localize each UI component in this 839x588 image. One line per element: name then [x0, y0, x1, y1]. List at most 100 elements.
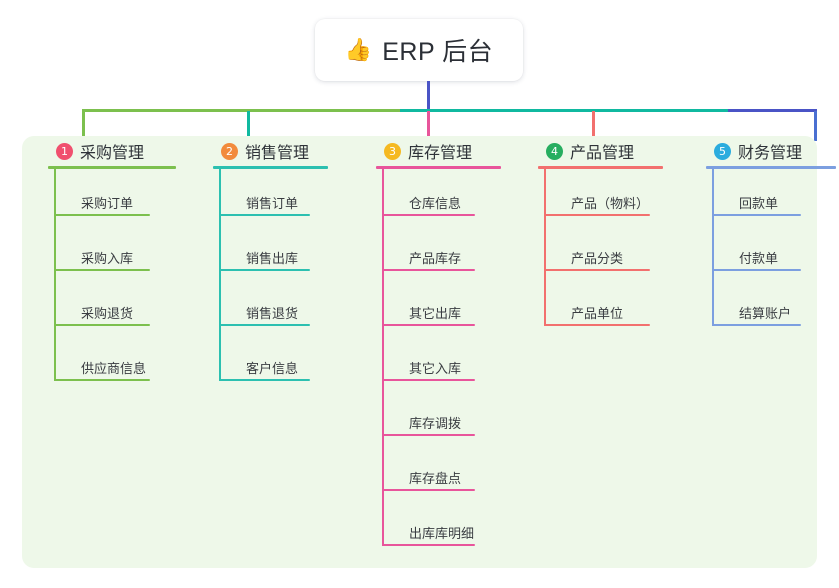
branch-column-3: 3 库存管理仓库信息产品库存其它出库其它入库库存调拨库存盘点出库库明细	[368, 136, 501, 554]
branch-item-underline	[383, 434, 475, 436]
branch-item-underline	[713, 269, 801, 271]
branch-item-list-3: 仓库信息产品库存其它出库其它入库库存调拨库存盘点出库库明细	[382, 169, 501, 554]
branch-item[interactable]: 其它入库	[383, 334, 501, 389]
branch-item-label: 产品单位	[571, 306, 624, 321]
branch-item-label: 采购退货	[81, 306, 134, 321]
connector-drop-branch-3	[427, 111, 430, 141]
branch-title-3: 库存管理	[408, 145, 473, 162]
branch-item[interactable]: 产品（物料）	[545, 169, 663, 224]
branch-item-label: 付款单	[739, 251, 779, 266]
branch-header-1[interactable]: 1 采购管理	[40, 136, 176, 166]
branch-item-underline	[220, 379, 310, 381]
branch-header-3[interactable]: 3 库存管理	[368, 136, 501, 166]
branch-item-list-5: 回款单付款单结算账户	[712, 169, 836, 334]
branch-item[interactable]: 其它出库	[383, 279, 501, 334]
branch-item[interactable]: 回款单	[713, 169, 836, 224]
branch-item[interactable]: 销售出库	[220, 224, 328, 279]
connector-bus-left	[82, 109, 400, 112]
branch-item-label: 出库库明细	[409, 526, 475, 541]
branch-item-underline	[383, 379, 475, 381]
branch-item[interactable]: 产品单位	[545, 279, 663, 334]
connector-bus-middle	[398, 109, 728, 112]
root-node[interactable]: 👍 ERP 后台	[315, 19, 523, 81]
branch-item-underline	[55, 379, 150, 381]
branch-item-label: 库存调拨	[409, 416, 462, 431]
branch-item-label: 采购订单	[81, 196, 134, 211]
branch-header-2[interactable]: 2 销售管理	[205, 136, 328, 166]
branch-item-label: 其它入库	[409, 361, 462, 376]
branch-item-underline	[713, 324, 801, 326]
branch-item[interactable]: 产品库存	[383, 224, 501, 279]
branch-item-underline	[383, 324, 475, 326]
branch-item[interactable]: 库存盘点	[383, 444, 501, 499]
branch-item-underline	[220, 269, 310, 271]
root-title: ERP 后台	[382, 38, 494, 66]
connector-root-stem	[427, 81, 430, 111]
branch-item[interactable]: 销售退货	[220, 279, 328, 334]
branch-item[interactable]: 销售订单	[220, 169, 328, 224]
branch-spine-1	[54, 169, 56, 381]
branch-item-underline	[545, 214, 650, 216]
branch-spine-2	[219, 169, 221, 381]
branch-item-underline	[55, 269, 150, 271]
branch-item-underline	[383, 269, 475, 271]
branch-item-underline	[383, 214, 475, 216]
branch-underline-2	[213, 166, 328, 169]
branch-item-label: 产品库存	[409, 251, 462, 266]
branch-item[interactable]: 客户信息	[220, 334, 328, 389]
branch-column-1: 1 采购管理采购订单采购入库采购退货供应商信息	[40, 136, 176, 389]
branch-item-underline	[545, 269, 650, 271]
branch-item[interactable]: 仓库信息	[383, 169, 501, 224]
branch-item-underline	[383, 489, 475, 491]
branch-item[interactable]: 采购订单	[55, 169, 176, 224]
branch-underline-1	[48, 166, 176, 169]
branch-item[interactable]: 产品分类	[545, 224, 663, 279]
connector-drop-branch-5	[814, 111, 817, 141]
branch-item-underline	[220, 324, 310, 326]
branch-item-underline	[220, 214, 310, 216]
branch-item-underline	[55, 214, 150, 216]
branch-badge-2: 2	[221, 142, 238, 160]
branch-spine-4	[544, 169, 546, 326]
connector-drop-branch-2	[247, 111, 250, 141]
branch-item[interactable]: 采购入库	[55, 224, 176, 279]
branch-item-label: 库存盘点	[409, 471, 462, 486]
branch-header-4[interactable]: 4 产品管理	[530, 136, 663, 166]
branch-underline-4	[538, 166, 663, 169]
branch-item-list-1: 采购订单采购入库采购退货供应商信息	[54, 169, 176, 389]
branch-item-underline	[545, 324, 650, 326]
branch-item[interactable]: 供应商信息	[55, 334, 176, 389]
branch-badge-4: 4	[546, 142, 563, 160]
branch-column-4: 4 产品管理产品（物料） 产品分类产品单位	[530, 136, 663, 334]
branch-item-underline	[383, 544, 475, 546]
connector-drop-branch-1	[82, 111, 85, 141]
branch-underline-3	[376, 166, 501, 169]
branch-title-2: 销售管理	[245, 145, 310, 162]
branch-title-4: 产品管理	[570, 145, 635, 162]
branches-panel: 1 采购管理采购订单采购入库采购退货供应商信息 2 销售管理销售订单销售出库销售退货客…	[22, 136, 836, 568]
branch-underline-5	[706, 166, 836, 169]
branch-item-label: 销售订单	[246, 196, 299, 211]
branch-item-underline	[55, 324, 150, 326]
connector-drop-branch-4	[592, 111, 595, 141]
branch-item[interactable]: 出库库明细	[383, 499, 501, 554]
branch-item[interactable]: 结算账户	[713, 279, 836, 334]
branch-title-1: 采购管理	[80, 145, 145, 162]
branch-item-label: 产品分类	[571, 251, 624, 266]
branch-item[interactable]: 采购退货	[55, 279, 176, 334]
branch-column-2: 2 销售管理销售订单销售出库销售退货客户信息	[205, 136, 328, 389]
branch-item-label: 供应商信息	[81, 361, 147, 376]
branch-item[interactable]: 库存调拨	[383, 389, 501, 444]
branch-item-label: 仓库信息	[409, 196, 462, 211]
branch-item-label: 销售退货	[246, 306, 299, 321]
branch-badge-3: 3	[384, 142, 401, 160]
branch-item[interactable]: 付款单	[713, 224, 836, 279]
thumbs-up-icon: 👍	[344, 37, 373, 62]
branch-badge-1: 1	[56, 142, 73, 160]
branch-badge-5: 5	[714, 142, 731, 160]
branch-item-label: 销售出库	[246, 251, 299, 266]
branch-item-label: 其它出库	[409, 306, 462, 321]
